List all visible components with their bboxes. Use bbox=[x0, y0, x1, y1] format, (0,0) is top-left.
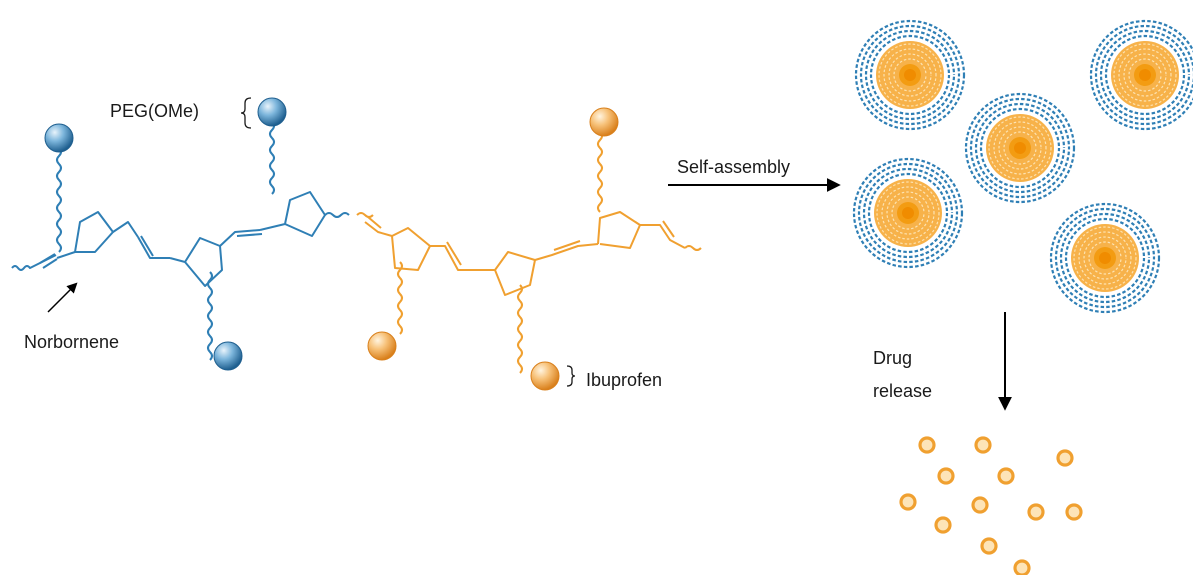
orange-ring-icon bbox=[918, 436, 936, 454]
norbornene-ring-1 bbox=[56, 211, 139, 259]
orange-sphere-icon bbox=[530, 361, 560, 391]
norbornene-ring-6 bbox=[597, 211, 641, 249]
micelle-icon bbox=[1049, 202, 1161, 314]
blue-sphere-icon bbox=[44, 123, 74, 153]
drug-tether-3 bbox=[517, 284, 523, 374]
drug-release-label-line2: release bbox=[873, 381, 932, 401]
blue-sphere-icon bbox=[257, 97, 287, 127]
orange-ring-icon bbox=[980, 537, 998, 555]
chain-end-left bbox=[11, 254, 57, 271]
orange-ring-icon bbox=[1027, 503, 1045, 521]
micelle-icon bbox=[1089, 19, 1193, 131]
micelle-icon bbox=[852, 157, 964, 269]
orange-ring-icon bbox=[934, 516, 952, 534]
orange-ring-icon bbox=[937, 467, 955, 485]
peg-label: PEG(OMe) bbox=[110, 101, 199, 121]
orange-ring-icon bbox=[971, 496, 989, 514]
peg-block bbox=[11, 121, 350, 361]
drug-tether-1 bbox=[597, 131, 603, 213]
orange-ring-icon bbox=[1056, 449, 1074, 467]
ibuprofen-label: Ibuprofen bbox=[586, 370, 662, 390]
micelle-icon bbox=[854, 19, 966, 131]
micelle-group bbox=[852, 19, 1193, 314]
ibuprofen-bracket bbox=[566, 365, 576, 387]
norbornene-ring-5 bbox=[478, 251, 536, 296]
orange-ring-icon bbox=[1013, 559, 1031, 575]
orange-ring-icon bbox=[899, 493, 917, 511]
peg-tether-1 bbox=[56, 147, 62, 253]
blue-sphere-icon bbox=[213, 341, 243, 371]
norbornene-ring-4 bbox=[391, 227, 431, 271]
orange-ring-icon bbox=[974, 436, 992, 454]
peg-tether-3 bbox=[207, 271, 213, 361]
self-assembly-label: Self-assembly bbox=[677, 157, 790, 177]
peg-bracket bbox=[240, 97, 252, 129]
norbornene-ring-3 bbox=[259, 191, 326, 237]
drug-tether-2 bbox=[397, 261, 403, 335]
ibuprofen-block bbox=[356, 131, 702, 374]
orange-sphere-icon bbox=[367, 331, 397, 361]
norbornene-pointer-arrow bbox=[47, 282, 78, 313]
norbornene-label: Norbornene bbox=[24, 332, 119, 352]
orange-ring-icon bbox=[1065, 503, 1083, 521]
polymer-backbone bbox=[11, 121, 702, 374]
drug-release-label-line1: Drug bbox=[873, 348, 912, 368]
released-drug-group bbox=[899, 436, 1083, 575]
micelle-icon bbox=[964, 92, 1076, 204]
orange-sphere-icon bbox=[589, 107, 619, 137]
peg-tether-2 bbox=[269, 121, 275, 195]
norbornene-ring-2 bbox=[169, 237, 223, 287]
orange-ring-icon bbox=[997, 467, 1015, 485]
